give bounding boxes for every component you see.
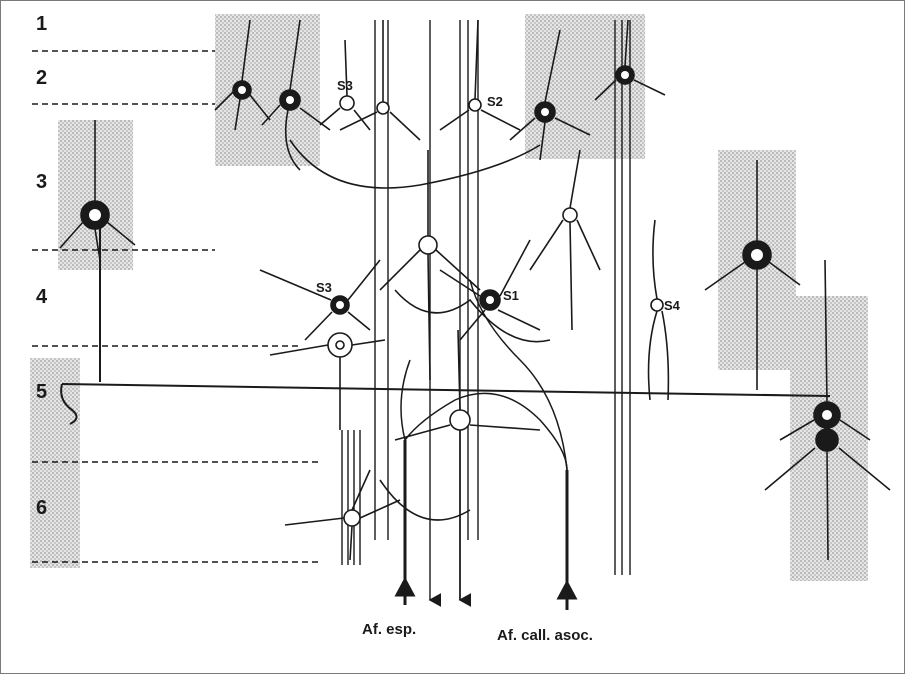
shaded-regions: [30, 14, 868, 581]
low-loop: [380, 480, 470, 520]
cell-label-s2: S2: [487, 94, 503, 109]
layer-label-4: 4: [36, 286, 48, 308]
layer-label-3: 3: [36, 171, 47, 193]
layer-label-6: 6: [36, 497, 47, 519]
shade-top-left: [215, 14, 320, 166]
top-loop: [290, 140, 540, 188]
caption-af-esp: Af. esp.: [362, 621, 416, 638]
afferent-callosal-arrowhead: [559, 583, 575, 598]
mid-loop: [395, 290, 550, 342]
layer-label-5: 5: [36, 381, 47, 403]
cell-label-s3-layer4: S3: [316, 280, 332, 295]
cell-label-s4: S4: [664, 298, 681, 313]
axon-layer5: [61, 228, 830, 424]
afferent-arrows: [397, 440, 575, 610]
caption-af-call-asoc: Af. call. asoc.: [497, 627, 593, 644]
layer-label-2: 2: [36, 67, 47, 89]
cell-label-s3-top: S3: [337, 78, 353, 93]
neuron-layer4-right: [530, 150, 600, 330]
afferent-specific-arrowhead: [397, 580, 413, 595]
afferent-captions: Af. esp. Af. call. asoc.: [362, 621, 593, 644]
layer-label-1: 1: [36, 13, 47, 35]
cell-label-s1: S1: [503, 288, 519, 303]
